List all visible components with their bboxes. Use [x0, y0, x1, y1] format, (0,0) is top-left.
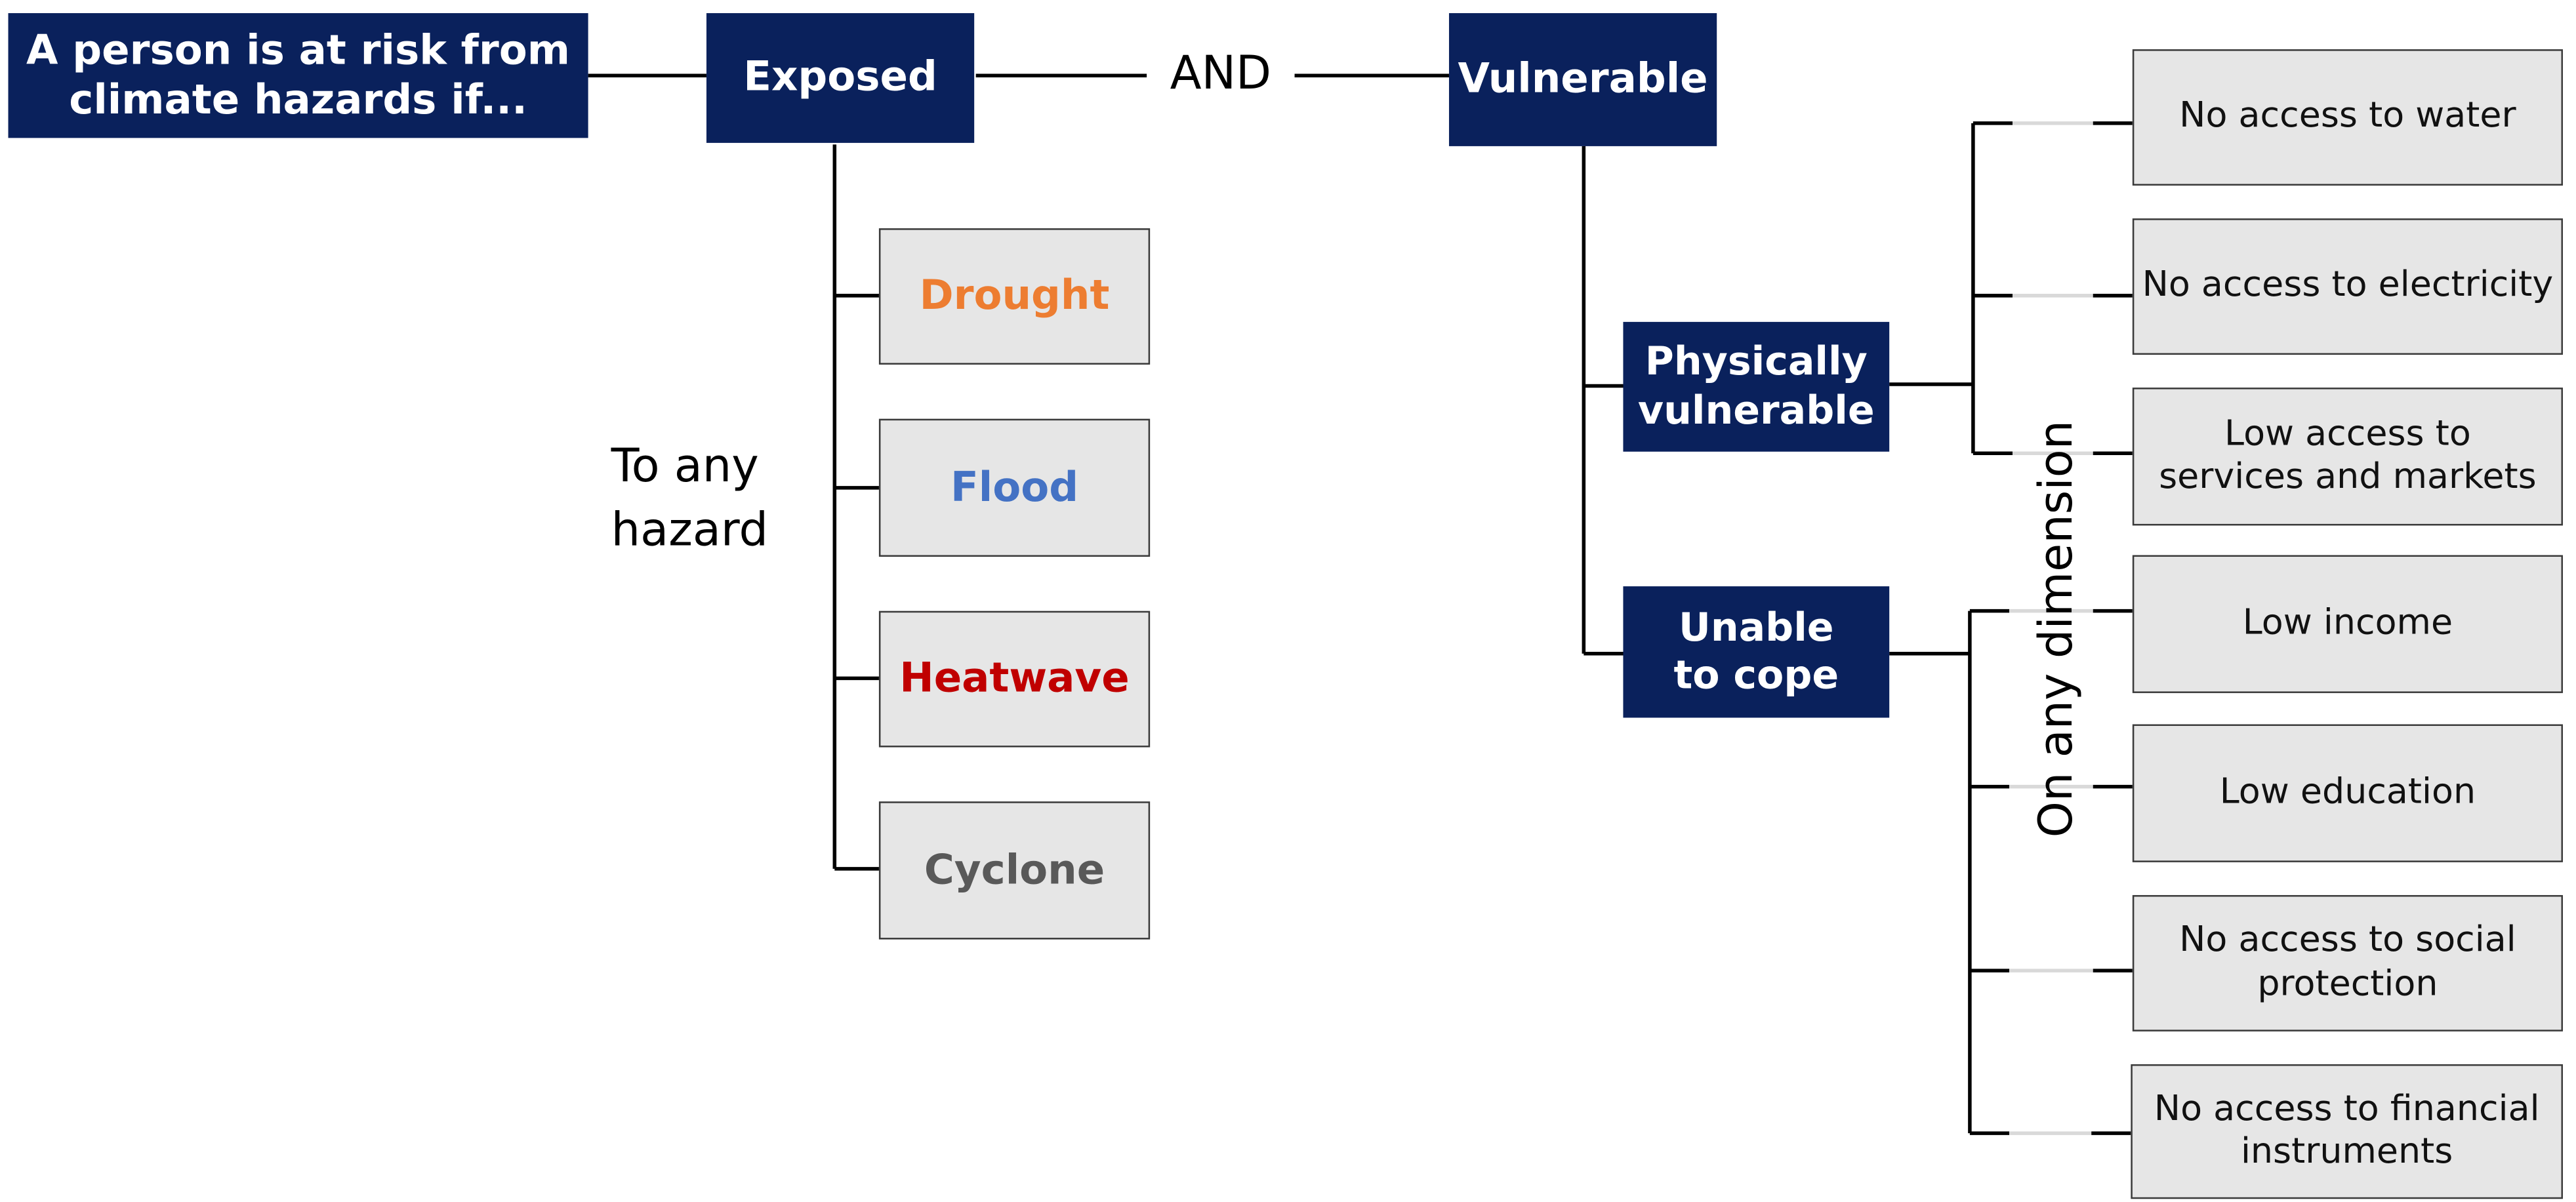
dimension-education: Low education — [2132, 724, 2564, 862]
hazard-cyclone-label: Cyclone — [924, 845, 1105, 893]
hazards-caption: To any hazard — [611, 438, 769, 557]
unable-to-cope-box: Unable to cope — [1623, 586, 1890, 718]
dimension-services-markets-label: Low access to services and markets — [2159, 413, 2537, 498]
root-box: A person is at risk from climate hazards… — [8, 13, 588, 138]
dimension-electricity: No access to electricity — [2132, 218, 2564, 355]
and-connector: AND — [1170, 46, 1272, 100]
exposed-label: Exposed — [743, 52, 937, 101]
dimensions-caption: On any dimension — [2029, 420, 2083, 838]
hazard-heatwave: Heatwave — [878, 611, 1151, 748]
unable-to-cope-label: Unable to cope — [1673, 603, 1839, 698]
hazard-flood: Flood — [878, 418, 1151, 557]
dimension-financial-instruments-label: No access to financial instruments — [2154, 1088, 2540, 1173]
vulnerable-box: Vulnerable — [1448, 13, 1717, 146]
hazard-flood-label: Flood — [950, 462, 1079, 511]
vulnerable-label: Vulnerable — [1458, 54, 1708, 102]
physically-vulnerable-box: Physically vulnerable — [1623, 321, 1890, 452]
hazard-heatwave-label: Heatwave — [899, 654, 1130, 702]
physically-vulnerable-label: Physically vulnerable — [1637, 338, 1875, 433]
dimension-income: Low income — [2132, 555, 2564, 693]
dimension-water-label: No access to water — [2179, 96, 2516, 137]
hazard-drought: Drought — [878, 228, 1151, 365]
dimension-social-protection: No access to social protection — [2132, 894, 2564, 1032]
hazard-drought-label: Drought — [919, 271, 1110, 319]
hazard-cyclone: Cyclone — [878, 801, 1151, 940]
exposed-box: Exposed — [706, 13, 975, 143]
dimension-services-markets: Low access to services and markets — [2132, 388, 2564, 526]
root-label: A person is at risk from climate hazards… — [26, 25, 571, 123]
dimension-electricity-label: No access to electricity — [2142, 265, 2554, 306]
dimension-income-label: Low income — [2242, 602, 2453, 644]
dimension-education-label: Low education — [2219, 771, 2476, 813]
dimension-water: No access to water — [2132, 49, 2564, 186]
dimension-financial-instruments: No access to financial instruments — [2131, 1064, 2564, 1199]
dimension-social-protection-label: No access to social protection — [2179, 920, 2516, 1005]
